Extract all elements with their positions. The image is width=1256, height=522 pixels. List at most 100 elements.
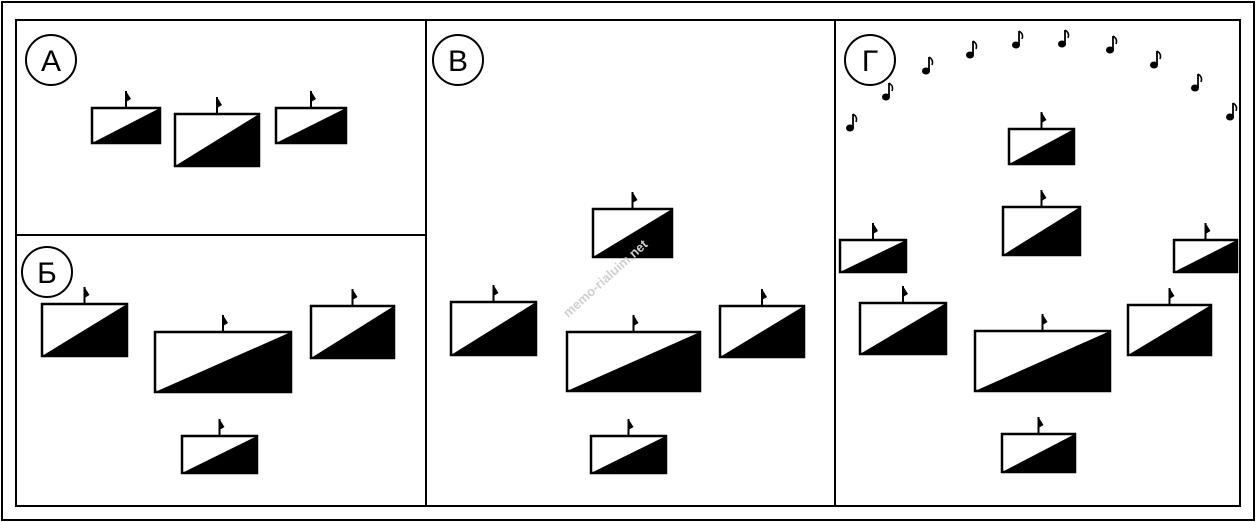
flag-sign (274, 91, 348, 145)
note-head (1012, 41, 1020, 49)
music-note-icon (1150, 50, 1162, 69)
flag-sign-fill (1128, 305, 1211, 355)
watermark-text: memo-rialuim.net (560, 236, 651, 320)
flag-icon (632, 192, 638, 203)
note-head (922, 67, 930, 75)
flag-sign (838, 223, 908, 274)
panel-label-text-b: Б (37, 257, 57, 290)
note-flag (972, 40, 978, 50)
flag-sign-fill (860, 303, 946, 354)
flag-icon (217, 97, 222, 108)
flag-sign (718, 289, 806, 359)
flag-icon (223, 315, 228, 326)
flag-icon (1038, 417, 1044, 428)
flag-sign (173, 97, 261, 168)
music-note-icon (1058, 29, 1070, 48)
flag-sign-fill (1009, 129, 1074, 164)
flag-sign (1172, 223, 1239, 274)
flag-sign-fill (1002, 434, 1075, 472)
flag-icon (1041, 112, 1047, 123)
flag-sign-fill (840, 240, 906, 272)
note-flag (1018, 30, 1024, 40)
flag-sign-fill (155, 332, 291, 392)
panel-label-v: В (432, 34, 484, 86)
flag-sign-fill (451, 302, 536, 355)
note-flag (888, 82, 894, 92)
flag-sign-fill (175, 114, 259, 166)
music-note-icon (1012, 30, 1024, 49)
panel-b-flags (40, 287, 396, 475)
note-flag (1197, 73, 1203, 83)
flag-sign (1000, 417, 1077, 474)
flag-sign-fill (182, 436, 257, 473)
panel-label-a: А (25, 34, 77, 86)
panel-label-text-v: В (448, 45, 468, 78)
note-head (966, 51, 974, 59)
flag-sign (153, 315, 293, 394)
music-note-icon (966, 40, 978, 59)
flag-sign (858, 286, 948, 356)
panel-label-g: Г (844, 34, 896, 86)
flag-icon (493, 285, 499, 296)
note-head (882, 93, 890, 101)
flag-sign-fill (720, 306, 804, 357)
inner-border (15, 19, 1241, 507)
flag-sign (1126, 288, 1213, 357)
music-note-icon (1191, 73, 1203, 92)
panel-g-flags (838, 112, 1239, 474)
music-note-icon (882, 82, 894, 101)
panel-g-notes-arc (846, 29, 1238, 132)
flag-sign (1001, 190, 1082, 257)
flag-sign-fill (591, 436, 666, 473)
flag-sign (565, 315, 702, 393)
flag-icon (1169, 288, 1175, 299)
flag-sign-fill (311, 306, 394, 358)
note-flag (1064, 29, 1070, 39)
flag-sign (973, 314, 1112, 393)
flag-icon (873, 223, 878, 234)
flag-icon (311, 91, 316, 102)
flag-sign-fill (975, 331, 1110, 391)
flag-sign-fill (1003, 207, 1080, 255)
note-flag (1112, 35, 1118, 45)
note-flag (1232, 102, 1238, 112)
music-note-icon (846, 113, 858, 132)
flag-sign-fill (593, 209, 672, 257)
note-flag (928, 56, 934, 66)
flag-sign (90, 91, 162, 145)
flag-sign-fill (1174, 240, 1237, 272)
note-flag (1156, 50, 1162, 60)
flag-icon (1042, 314, 1048, 325)
flag-icon (352, 289, 358, 300)
music-note-icon (922, 56, 934, 75)
flag-icon (628, 419, 634, 430)
panel-label-b: Б (21, 246, 73, 298)
flag-icon (84, 287, 90, 298)
flag-icon (903, 286, 908, 297)
note-head (846, 124, 854, 132)
note-flag (852, 113, 858, 123)
flag-sign-fill (567, 332, 700, 391)
note-head (1191, 84, 1199, 92)
flag-sign (1007, 112, 1076, 166)
panel-a-flags (90, 91, 348, 168)
flag-icon (1041, 190, 1047, 201)
music-note-icon (1106, 35, 1118, 54)
flag-sign (589, 419, 668, 475)
panel-label-text-g: Г (862, 45, 878, 78)
flag-icon (1205, 223, 1211, 234)
flag-sign (309, 289, 396, 360)
flag-icon (126, 91, 131, 102)
note-head (1150, 61, 1158, 69)
flag-icon (762, 289, 767, 300)
note-head (1226, 113, 1234, 121)
flag-sign-fill (276, 108, 346, 143)
flag-sign-fill (92, 108, 160, 143)
music-note-icon (1226, 102, 1238, 121)
panel-label-text-a: А (41, 45, 61, 78)
note-head (1058, 40, 1066, 48)
flag-sign (180, 419, 259, 475)
